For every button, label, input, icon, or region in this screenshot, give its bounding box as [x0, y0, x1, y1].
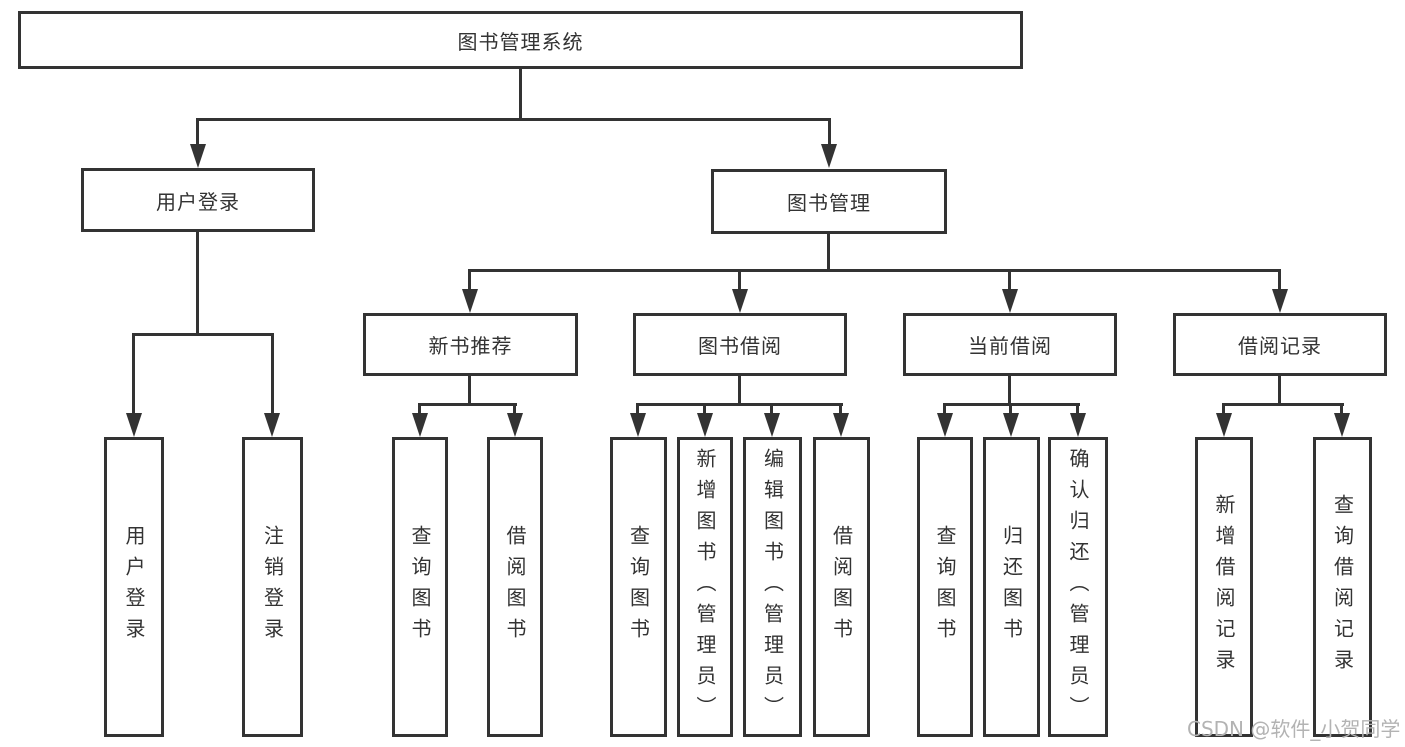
- connector-vline: [636, 403, 639, 417]
- connector-vline: [1076, 403, 1079, 417]
- connector-vline: [1278, 376, 1281, 406]
- arrowhead-down-icon: [190, 144, 206, 168]
- arrowhead-down-icon: [833, 413, 849, 437]
- arrowhead-down-icon: [630, 413, 646, 437]
- leaf-borrowing-add-books-admin: 新增图书（管理员）: [677, 437, 733, 737]
- connector-hline: [468, 269, 1281, 272]
- node-root: 图书管理系统: [18, 11, 1023, 69]
- connector-vline: [827, 234, 830, 272]
- watermark-text: CSDN @软件_小贺同学: [1187, 717, 1401, 741]
- leaf-current-confirm-return-admin-label: 确认归还（管理员）: [1066, 447, 1090, 727]
- connector-hline: [418, 403, 517, 406]
- connector-vline: [1222, 403, 1225, 417]
- leaf-logout: 注销登录: [242, 437, 303, 737]
- leaf-current-confirm-return-admin: 确认归还（管理员）: [1048, 437, 1108, 737]
- leaf-recommend-query-books-label: 查询图书: [408, 525, 432, 649]
- connector-vline: [519, 69, 522, 120]
- arrowhead-down-icon: [1334, 413, 1350, 437]
- node-book-borrowing: 图书借阅: [633, 313, 847, 376]
- connector-vline: [418, 403, 421, 417]
- node-current-borrowing-label: 当前借阅: [968, 334, 1052, 358]
- arrowhead-down-icon: [1272, 289, 1288, 313]
- leaf-user-login: 用户登录: [104, 437, 164, 737]
- arrowhead-down-icon: [697, 413, 713, 437]
- arrowhead-down-icon: [412, 413, 428, 437]
- leaf-current-query-books-label: 查询图书: [933, 525, 957, 649]
- leaf-borrowing-query-books-label: 查询图书: [626, 525, 651, 649]
- connector-vline: [468, 269, 471, 293]
- connector-vline: [943, 403, 946, 417]
- connector-vline: [1340, 403, 1343, 417]
- connector-vline: [196, 232, 199, 336]
- arrowhead-down-icon: [821, 144, 837, 168]
- node-new-book-recommend: 新书推荐: [363, 313, 578, 376]
- leaf-current-return-books: 归还图书: [983, 437, 1040, 737]
- leaf-recommend-query-books: 查询图书: [392, 437, 448, 737]
- connector-vline: [1278, 269, 1281, 293]
- arrowhead-down-icon: [1003, 413, 1019, 437]
- connector-hline: [196, 118, 830, 121]
- connector-vline: [703, 403, 706, 417]
- node-borrowing-records-label: 借阅记录: [1238, 334, 1322, 358]
- leaf-borrowing-query-books: 查询图书: [610, 437, 667, 737]
- leaf-user-login-label: 用户登录: [122, 525, 146, 649]
- leaf-records-add-borrow-record: 新增借阅记录: [1195, 437, 1253, 737]
- node-user-login: 用户登录: [81, 168, 315, 232]
- node-book-borrowing-label: 图书借阅: [698, 334, 782, 358]
- node-root-label: 图书管理系统: [457, 29, 584, 54]
- arrowhead-down-icon: [937, 413, 953, 437]
- connector-vline: [738, 269, 741, 293]
- arrowhead-down-icon: [507, 413, 523, 437]
- leaf-records-query-borrow-record: 查询借阅记录: [1313, 437, 1372, 737]
- leaf-logout-label: 注销登录: [260, 525, 285, 649]
- connector-hline: [636, 403, 843, 406]
- node-borrowing-records: 借阅记录: [1173, 313, 1387, 376]
- node-book-management-label: 图书管理: [787, 191, 871, 215]
- node-book-management: 图书管理: [711, 169, 947, 234]
- connector-vline: [738, 376, 741, 406]
- leaf-borrowing-edit-books-admin: 编辑图书（管理员）: [743, 437, 802, 737]
- connector-hline: [132, 333, 274, 336]
- connector-vline: [132, 333, 135, 417]
- leaf-records-add-borrow-record-label: 新增借阅记录: [1212, 494, 1236, 680]
- leaf-borrowing-add-books-admin-label: 新增图书（管理员）: [693, 447, 717, 727]
- leaf-borrowing-borrow-books: 借阅图书: [813, 437, 870, 737]
- connector-vline: [839, 403, 842, 417]
- node-new-book-recommend-label: 新书推荐: [428, 334, 513, 358]
- leaf-current-return-books-label: 归还图书: [999, 525, 1024, 649]
- arrowhead-down-icon: [732, 289, 748, 313]
- connector-vline: [196, 118, 199, 148]
- arrowhead-down-icon: [1070, 413, 1086, 437]
- leaf-records-query-borrow-record-label: 查询借阅记录: [1330, 494, 1355, 680]
- arrowhead-down-icon: [1216, 413, 1232, 437]
- arrowhead-down-icon: [1002, 289, 1018, 313]
- connector-vline: [468, 376, 471, 406]
- leaf-recommend-borrow-books: 借阅图书: [487, 437, 543, 737]
- arrowhead-down-icon: [264, 413, 280, 437]
- node-user-login-label: 用户登录: [156, 189, 240, 214]
- connector-vline: [828, 118, 831, 148]
- leaf-borrowing-edit-books-admin-label: 编辑图书（管理员）: [760, 447, 785, 727]
- connector-vline: [1008, 269, 1011, 293]
- connector-hline: [1222, 403, 1344, 406]
- connector-vline: [513, 403, 516, 417]
- connector-vline: [1008, 376, 1011, 406]
- arrowhead-down-icon: [462, 289, 478, 313]
- connector-vline: [1009, 403, 1012, 417]
- arrowhead-down-icon: [764, 413, 780, 437]
- connector-vline: [770, 403, 773, 417]
- node-current-borrowing: 当前借阅: [903, 313, 1117, 376]
- leaf-borrowing-borrow-books-label: 借阅图书: [829, 525, 854, 649]
- arrowhead-down-icon: [126, 413, 142, 437]
- leaf-recommend-borrow-books-label: 借阅图书: [503, 525, 527, 649]
- leaf-current-query-books: 查询图书: [917, 437, 973, 737]
- connector-vline: [271, 333, 274, 417]
